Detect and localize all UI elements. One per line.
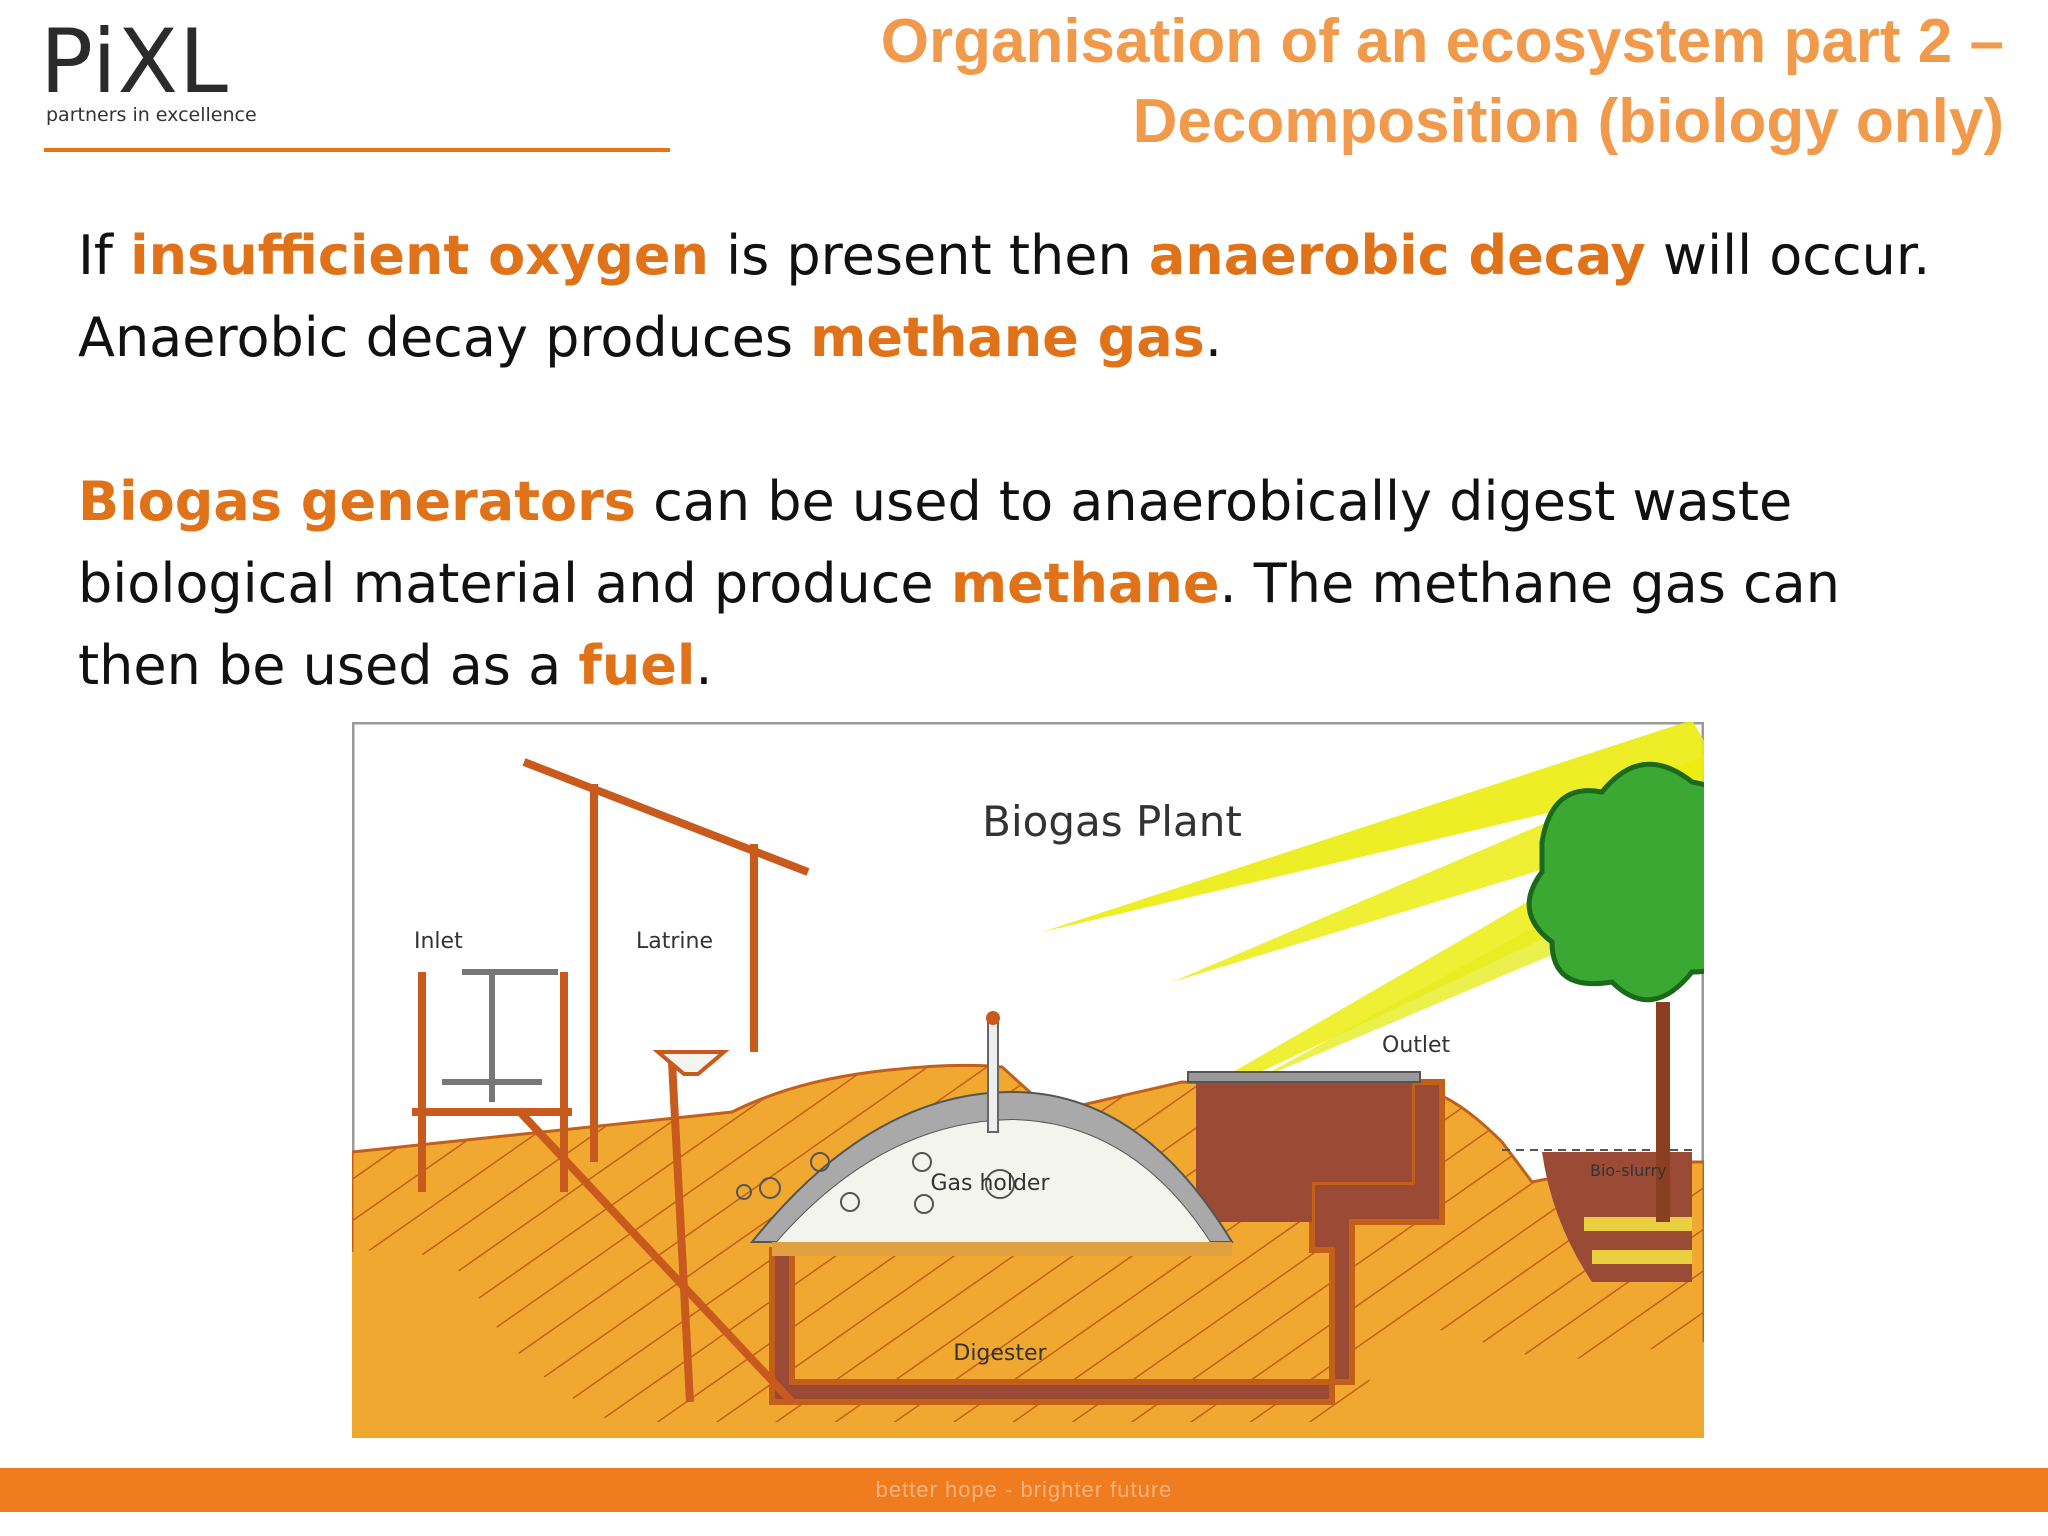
highlight-fuel: fuel [578,634,696,697]
diagram-title: Biogas Plant [982,797,1242,846]
title-line-2: Decomposition (biology only) [1132,87,2004,156]
outlet-cover [1187,1071,1421,1083]
logo-wordmark: PiXL [40,18,680,106]
slurry-layer [1592,1250,1692,1264]
tree-trunk [1656,1002,1670,1222]
ground-base [352,1250,1704,1438]
outlet-chamber [1196,1082,1412,1222]
text-run: . The methane gas can then be used as a [78,552,1840,697]
footer-slogan: better hope - brighter future [875,1477,1173,1502]
text-run: is present then [708,224,1149,287]
label-latrine: Latrine [636,929,713,954]
sludge-layer [772,1242,1232,1256]
inlet-structure [412,972,795,1405]
tree-canopy [1526,761,1704,1003]
text-run: can be used to anaerobically digest wast… [78,470,1793,615]
gas-holder-space [777,1120,1210,1242]
footer-bar: better hope - brighter future [0,1468,2048,1512]
title-line-1: Organisation of an ecosystem part 2 – [880,7,2004,76]
biogas-plant-diagram: Biogas Plant Inlet Latrine Outlet Gas ho… [352,722,1704,1438]
text-run: will occur. Anaerobic decay produces [78,224,1931,369]
pixl-logo: PiXL partners in excellence [40,18,680,127]
logo-word-text: PiXL [40,10,229,113]
inlet-mixer [442,969,558,1102]
text-run: If [78,224,131,287]
label-digester: Digester [953,1341,1047,1366]
paragraph-biogas: Biogas generators can be used to anaerob… [78,461,1978,707]
label-bio-slurry: Bio-slurry [1590,1161,1667,1180]
gas-pipe [987,1021,999,1133]
latrine-funnel [652,1050,730,1076]
highlight-methane-gas: methane gas [810,306,1205,369]
paragraph-anaerobic-decay: If insufficient oxygen is present then a… [78,215,1978,379]
text-run: . [695,634,713,697]
slide-body: If insufficient oxygen is present then a… [78,215,1978,707]
highlight-methane: methane [950,552,1220,615]
logo-tagline: partners in excellence [46,104,257,126]
slurry-layer [1584,1217,1692,1231]
highlight-anaerobic-decay: anaerobic decay [1148,224,1646,287]
latrine-structure [522,758,810,1403]
label-inlet: Inlet [414,929,463,954]
header-divider [44,148,670,152]
text-run: . [1204,306,1222,369]
gas-bubbles [736,1152,1015,1214]
highlight-biogas-generators: Biogas generators [78,470,636,533]
label-outlet: Outlet [1382,1033,1451,1058]
gas-valve [986,1011,1000,1025]
highlight-insufficient-oxygen: insufficient oxygen [130,224,709,287]
slide-title: Organisation of an ecosystem part 2 – De… [704,2,2004,162]
label-gas-holder: Gas holder [930,1171,1050,1196]
